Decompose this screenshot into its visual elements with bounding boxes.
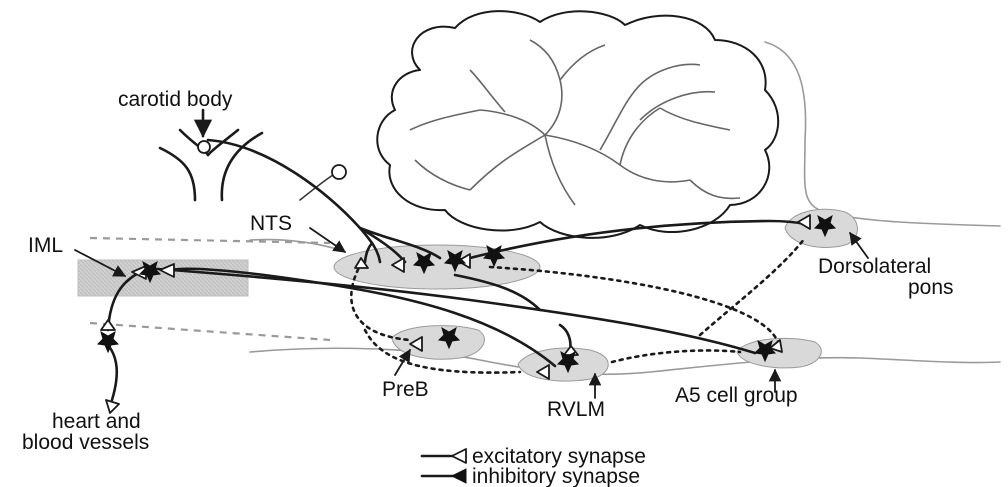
label-heart-line2: blood vessels (22, 431, 149, 454)
rvlm-to-a5-dotted (612, 350, 740, 362)
label-a5-cell-group: A5 cell group (675, 384, 798, 407)
label-dorsolateral-pons-line2: pons (908, 276, 954, 299)
heart-afferent-fiber (108, 345, 117, 400)
label-nts: NTS (250, 212, 292, 235)
label-heart-line1: heart and (52, 410, 141, 433)
preb-nucleus (392, 326, 484, 360)
spinal-cord-ventral-dashed (90, 323, 330, 340)
cerebellum (377, 11, 778, 238)
inhibitory-synapse (98, 332, 118, 352)
label-carotid-body: carotid body (118, 88, 233, 111)
legend-inhibitory-symbol (452, 469, 466, 483)
label-iml: IML (28, 234, 63, 257)
pons-dorsal-contour (765, 42, 1000, 226)
label-rvlm: RVLM (547, 398, 605, 421)
sensory-ganglion (332, 165, 346, 179)
label-dorsolateral-pons-line1: Dorsolateral (818, 255, 931, 278)
nts-pointer-arrow (310, 228, 345, 252)
a5-to-pons-dotted (700, 238, 805, 335)
legend-excitatory-symbol (452, 449, 466, 463)
carotid-artery-left-wall (160, 148, 195, 200)
cerebellum-outline (377, 11, 778, 238)
brainstem-ventral-contour (250, 348, 1000, 374)
legend: excitatory synapse inhibitory synapse (422, 445, 646, 487)
legend-inhibitory-label: inhibitory synapse (472, 465, 640, 487)
carotid-body-receptor (198, 141, 210, 153)
carotid-artery (160, 110, 262, 200)
label-preb: PreB (382, 378, 429, 401)
